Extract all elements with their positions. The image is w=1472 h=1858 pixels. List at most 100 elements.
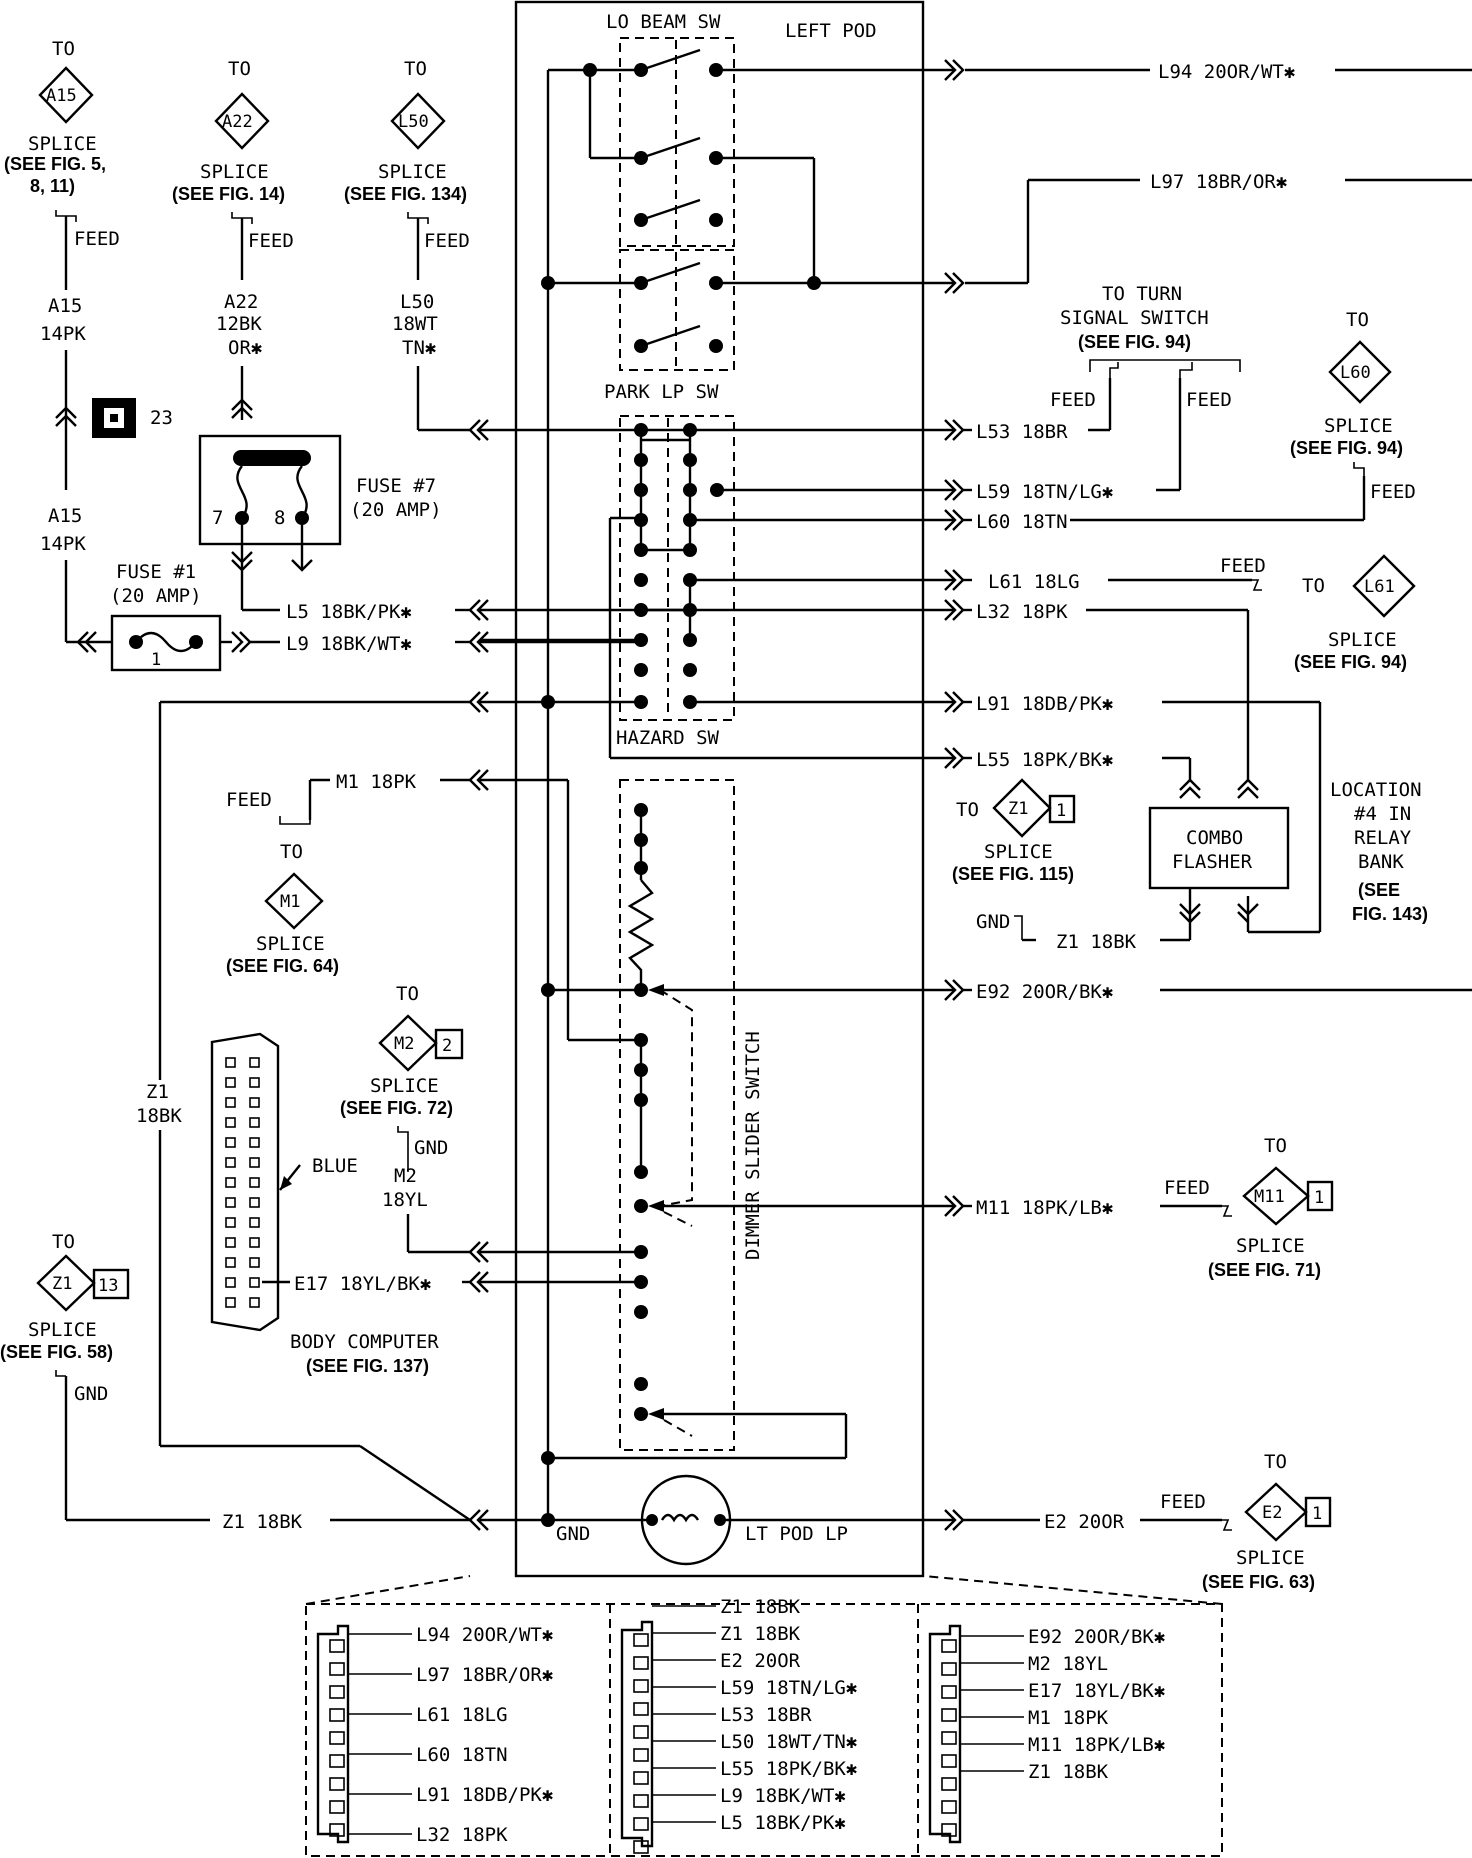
l60-splice: SPLICE xyxy=(1324,415,1393,437)
lo-beam-switch-box xyxy=(619,37,735,247)
connector1-body xyxy=(316,1624,350,1844)
z1-left-id: Z1 xyxy=(52,1274,72,1294)
a22-splice-diamond xyxy=(214,92,270,150)
z1-left-splice-diamond xyxy=(36,1254,96,1312)
l59-right-label: L59 18TN/LG✱ xyxy=(976,481,1113,503)
m11-splice: SPLICE xyxy=(1236,1235,1305,1257)
fuse7-label1: FUSE #7 xyxy=(356,475,436,497)
connector2-body xyxy=(620,1620,654,1848)
l60-feed: FEED xyxy=(1370,481,1416,503)
location-l5: (SEE xyxy=(1358,880,1400,900)
m11-num: 1 xyxy=(1314,1188,1324,1208)
location-l4: BANK xyxy=(1358,851,1404,873)
a22-wire1: A22 xyxy=(224,291,258,313)
l50-to: TO xyxy=(404,58,427,80)
c1-wire-1: L97 18BR/OR✱ xyxy=(416,1664,553,1686)
location-l1: LOCATION xyxy=(1330,779,1422,801)
c2-wire-8: L5 18BK/PK✱ xyxy=(720,1812,846,1834)
c2-wire-2: E2 20OR xyxy=(720,1650,801,1672)
m2-splice: SPLICE xyxy=(370,1075,439,1097)
l50-splice-diamond xyxy=(390,92,446,150)
m1-id: M1 xyxy=(280,892,300,912)
fuse7-label2: (20 AMP) xyxy=(350,499,442,521)
l94-right-label: L94 20OR/WT✱ xyxy=(1158,61,1295,83)
m11-ref: (SEE FIG. 71) xyxy=(1208,1260,1321,1280)
c2-wire-0: Z1 18BK xyxy=(720,1596,801,1618)
turn-signal-line1: TO TURN xyxy=(1102,283,1182,305)
turn-feed1: FEED xyxy=(1050,389,1096,411)
m1-wire-label: M1 18PK xyxy=(336,771,417,793)
turn-signal-line2: SIGNAL SWITCH xyxy=(1060,307,1209,329)
e2-ref: (SEE FIG. 63) xyxy=(1202,1572,1315,1592)
m1-ref: (SEE FIG. 64) xyxy=(226,956,339,976)
z1-right-ref: (SEE FIG. 115) xyxy=(952,864,1074,884)
l50-ref: (SEE FIG. 134) xyxy=(344,184,467,204)
c1-wire-0: L94 20OR/WT✱ xyxy=(416,1624,553,1646)
a22-feed: FEED xyxy=(248,230,294,252)
park-lp-label: PARK LP SW xyxy=(604,381,719,403)
z1-left-splice: SPLICE xyxy=(28,1319,97,1341)
l50-wire1: L50 xyxy=(400,291,434,313)
e2-right-label: E2 20OR xyxy=(1044,1511,1125,1533)
pod-gnd-label: GND xyxy=(556,1523,590,1545)
m11-splice-diamond xyxy=(1242,1166,1310,1226)
l50-id: L50 xyxy=(398,112,429,132)
m2-wire-label1: M2 xyxy=(394,1165,417,1187)
m11-feed: FEED xyxy=(1164,1177,1210,1199)
z1-left-gnd: GND xyxy=(74,1383,108,1405)
c3-wire-2: E17 18YL/BK✱ xyxy=(1028,1680,1165,1702)
c1-wire-4: L91 18DB/PK✱ xyxy=(416,1784,553,1806)
a22-id: A22 xyxy=(222,112,253,132)
l55-right-label: L55 18PK/BK✱ xyxy=(976,749,1113,771)
c1-wire-3: L60 18TN xyxy=(416,1744,508,1766)
combo-line1: COMBO xyxy=(1186,827,1243,849)
c3-wire-0: E92 20OR/BK✱ xyxy=(1028,1626,1165,1648)
connector3-body xyxy=(928,1624,962,1844)
l60-ref: (SEE FIG. 94) xyxy=(1290,438,1403,458)
e2-num: 1 xyxy=(1312,1504,1322,1524)
a22-ref: (SEE FIG. 14) xyxy=(172,184,285,204)
l50-wire2: 18WT xyxy=(392,313,438,335)
z1-right-id: Z1 xyxy=(1008,799,1028,819)
l60-id: L60 xyxy=(1340,363,1371,383)
location-l2: #4 IN xyxy=(1354,803,1411,825)
l97-right-label: L97 18BR/OR✱ xyxy=(1150,171,1287,193)
l60-right-label: L60 18TN xyxy=(976,511,1068,533)
a15-id: A15 xyxy=(46,86,77,106)
turn-signal-ref: (SEE FIG. 94) xyxy=(1078,332,1191,352)
z1-right-num: 1 xyxy=(1056,801,1066,821)
m2-splice-diamond xyxy=(378,1014,438,1072)
right-connector-arrows xyxy=(944,59,965,1531)
c3-wire-3: M1 18PK xyxy=(1028,1707,1109,1729)
a15-splice: SPLICE xyxy=(28,133,97,155)
connector-pins xyxy=(329,1633,957,1854)
m11-to: TO xyxy=(1264,1135,1287,1157)
l61-ref: (SEE FIG. 94) xyxy=(1294,652,1407,672)
l50-wire3: TN✱ xyxy=(402,337,436,359)
z1-left-num: 13 xyxy=(98,1276,118,1296)
fuse1-label2: (20 AMP) xyxy=(110,585,202,607)
fuse1-num: 1 xyxy=(151,650,161,670)
fuse7-pin8: 8 xyxy=(274,507,285,529)
l61-splice: SPLICE xyxy=(1328,629,1397,651)
park-switch-box xyxy=(619,249,735,371)
dimmer-switch-box xyxy=(619,779,735,1451)
body-computer-connector xyxy=(210,1032,280,1332)
c2-wire-1: Z1 18BK xyxy=(720,1623,801,1645)
e2-feed: FEED xyxy=(1160,1491,1206,1513)
location-l3: RELAY xyxy=(1354,827,1412,849)
e17-wire-label: E17 18YL/BK✱ xyxy=(294,1273,431,1295)
fuse7-pin7: 7 xyxy=(212,507,223,529)
c2-wire-3: L59 18TN/LG✱ xyxy=(720,1677,857,1699)
body-computer-ref: (SEE FIG. 137) xyxy=(306,1356,429,1376)
z1-left-to: TO xyxy=(52,1231,75,1253)
m2-to: TO xyxy=(396,983,419,1005)
l61-splice-diamond xyxy=(1352,554,1416,618)
lt-pod-lamp-label: LT POD LP xyxy=(745,1523,848,1545)
a15-wire1: A15 xyxy=(48,295,82,317)
a15-wire4: 14PK xyxy=(40,533,86,555)
m2-gnd-label: GND xyxy=(414,1137,448,1159)
combo-line2: FLASHER xyxy=(1172,851,1253,873)
